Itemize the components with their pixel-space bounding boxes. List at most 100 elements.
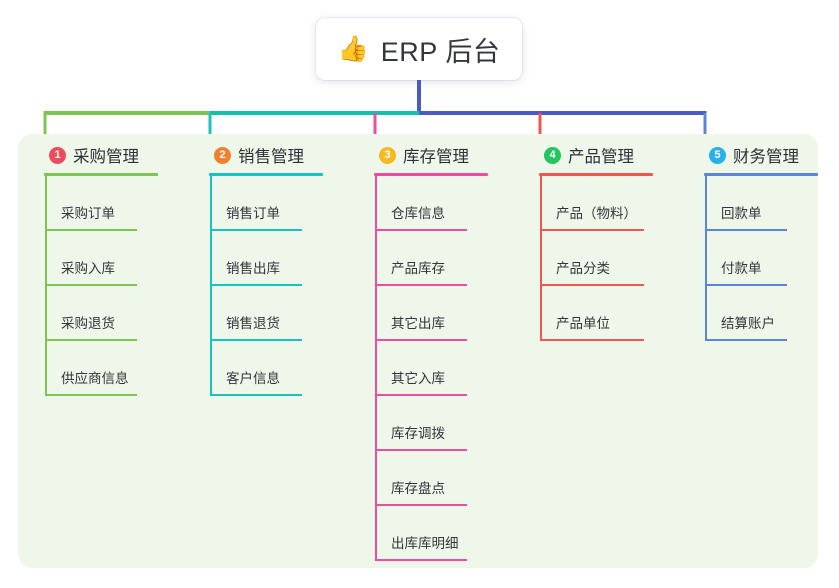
branch-spine bbox=[540, 176, 542, 341]
leaf-label: 付款单 bbox=[721, 261, 762, 276]
leaf-item[interactable]: 产品单位 bbox=[526, 286, 653, 341]
leaf-label: 销售退货 bbox=[226, 316, 280, 331]
column-财务管理: 5 财务管理回款单付款单结算账户 bbox=[691, 142, 818, 341]
leaf-rule bbox=[375, 284, 467, 286]
leaf-rule bbox=[375, 229, 467, 231]
leaf-label: 销售订单 bbox=[226, 206, 280, 221]
leaf-rule bbox=[375, 339, 467, 341]
column-采购管理: 1 采购管理采购订单采购入库采购退货供应商信息 bbox=[31, 142, 158, 396]
column-branch: 回款单付款单结算账户 bbox=[691, 176, 818, 341]
column-title: 采购管理 bbox=[73, 148, 139, 166]
leaf-label: 产品库存 bbox=[391, 261, 445, 276]
leaf-label: 结算账户 bbox=[721, 316, 775, 331]
leaf-item[interactable]: 库存盘点 bbox=[361, 451, 488, 506]
leaf-item[interactable]: 产品分类 bbox=[526, 231, 653, 286]
column-header-rule bbox=[209, 173, 323, 176]
leaf-item[interactable]: 仓库信息 bbox=[361, 176, 488, 231]
column-title: 财务管理 bbox=[733, 148, 799, 166]
column-badge-3: 3 bbox=[379, 146, 396, 164]
leaf-label: 供应商信息 bbox=[61, 371, 129, 386]
branch-spine bbox=[210, 176, 212, 396]
leaf-label: 其它入库 bbox=[391, 371, 445, 386]
leaf-label: 产品（物料） bbox=[556, 206, 637, 221]
leaf-rule bbox=[45, 394, 137, 396]
column-badge-4: 4 bbox=[544, 146, 561, 164]
leaf-rule bbox=[210, 284, 302, 286]
leaf-label: 产品单位 bbox=[556, 316, 610, 331]
leaf-rule bbox=[45, 284, 137, 286]
column-badge-5: 5 bbox=[709, 146, 726, 164]
leaf-rule bbox=[210, 229, 302, 231]
leaf-label: 采购入库 bbox=[61, 261, 115, 276]
column-产品管理: 4 产品管理产品（物料） 产品分类产品单位 bbox=[526, 142, 653, 341]
branch-spine bbox=[705, 176, 707, 341]
column-header-5[interactable]: 5 财务管理 bbox=[691, 142, 818, 168]
column-库存管理: 3 库存管理仓库信息产品库存其它出库其它入库库存调拨库存盘点出库库明细 bbox=[361, 142, 488, 561]
leaf-label: 出库库明细 bbox=[391, 536, 459, 551]
leaf-item[interactable]: 产品库存 bbox=[361, 231, 488, 286]
leaf-label: 销售出库 bbox=[226, 261, 280, 276]
leaf-rule bbox=[375, 449, 467, 451]
column-header-rule bbox=[704, 173, 818, 176]
leaf-rule bbox=[540, 339, 644, 341]
leaf-item[interactable]: 销售订单 bbox=[196, 176, 323, 231]
leaf-item[interactable]: 销售退货 bbox=[196, 286, 323, 341]
branch-spine bbox=[45, 176, 47, 396]
leaf-item[interactable]: 库存调拨 bbox=[361, 396, 488, 451]
thumbs-up-icon: 👍 bbox=[337, 34, 369, 63]
leaf-item[interactable]: 其它入库 bbox=[361, 341, 488, 396]
leaf-item[interactable]: 其它出库 bbox=[361, 286, 488, 341]
leaf-item[interactable]: 产品（物料） bbox=[526, 176, 653, 231]
leaf-rule bbox=[45, 339, 137, 341]
column-title: 库存管理 bbox=[403, 148, 469, 166]
leaf-item[interactable]: 回款单 bbox=[691, 176, 818, 231]
leaf-label: 回款单 bbox=[721, 206, 762, 221]
leaf-label: 采购退货 bbox=[61, 316, 115, 331]
root-node-title: ERP 后台 bbox=[380, 36, 501, 67]
leaf-rule bbox=[210, 394, 302, 396]
leaf-rule bbox=[540, 229, 644, 231]
leaf-label: 产品分类 bbox=[556, 261, 610, 276]
column-branch: 采购订单采购入库采购退货供应商信息 bbox=[31, 176, 158, 396]
leaf-item[interactable]: 客户信息 bbox=[196, 341, 323, 396]
leaf-item[interactable]: 供应商信息 bbox=[31, 341, 158, 396]
leaf-label: 库存调拨 bbox=[391, 426, 445, 441]
leaf-item[interactable]: 采购退货 bbox=[31, 286, 158, 341]
leaf-rule bbox=[705, 339, 787, 341]
column-branch: 销售订单销售出库销售退货客户信息 bbox=[196, 176, 323, 396]
leaf-rule bbox=[210, 339, 302, 341]
leaf-item[interactable]: 结算账户 bbox=[691, 286, 818, 341]
column-title: 销售管理 bbox=[238, 148, 304, 166]
leaf-item[interactable]: 采购入库 bbox=[31, 231, 158, 286]
column-title: 产品管理 bbox=[568, 148, 634, 166]
column-销售管理: 2 销售管理销售订单销售出库销售退货客户信息 bbox=[196, 142, 323, 396]
leaf-item[interactable]: 付款单 bbox=[691, 231, 818, 286]
leaf-label: 库存盘点 bbox=[391, 481, 445, 496]
column-branch: 仓库信息产品库存其它出库其它入库库存调拨库存盘点出库库明细 bbox=[361, 176, 488, 561]
column-header-rule bbox=[539, 173, 653, 176]
leaf-label: 仓库信息 bbox=[391, 206, 445, 221]
column-header-rule bbox=[374, 173, 488, 176]
column-header-4[interactable]: 4 产品管理 bbox=[526, 142, 653, 168]
column-badge-2: 2 bbox=[214, 146, 231, 164]
column-header-2[interactable]: 2 销售管理 bbox=[196, 142, 323, 168]
leaf-rule bbox=[540, 284, 644, 286]
leaf-label: 其它出库 bbox=[391, 316, 445, 331]
leaf-item[interactable]: 出库库明细 bbox=[361, 506, 488, 561]
root-node-card[interactable]: 👍 ERP 后台 bbox=[316, 18, 522, 80]
leaf-rule bbox=[375, 559, 467, 561]
leaf-rule bbox=[705, 284, 787, 286]
column-header-rule bbox=[44, 173, 158, 176]
leaf-label: 客户信息 bbox=[226, 371, 280, 386]
leaf-rule bbox=[375, 394, 467, 396]
leaf-rule bbox=[375, 504, 467, 506]
leaf-rule bbox=[45, 229, 137, 231]
column-header-1[interactable]: 1 采购管理 bbox=[31, 142, 158, 168]
column-header-3[interactable]: 3 库存管理 bbox=[361, 142, 488, 168]
leaf-rule bbox=[705, 229, 787, 231]
leaf-label: 采购订单 bbox=[61, 206, 115, 221]
leaf-item[interactable]: 销售出库 bbox=[196, 231, 323, 286]
column-badge-1: 1 bbox=[49, 146, 66, 164]
leaf-item[interactable]: 采购订单 bbox=[31, 176, 158, 231]
